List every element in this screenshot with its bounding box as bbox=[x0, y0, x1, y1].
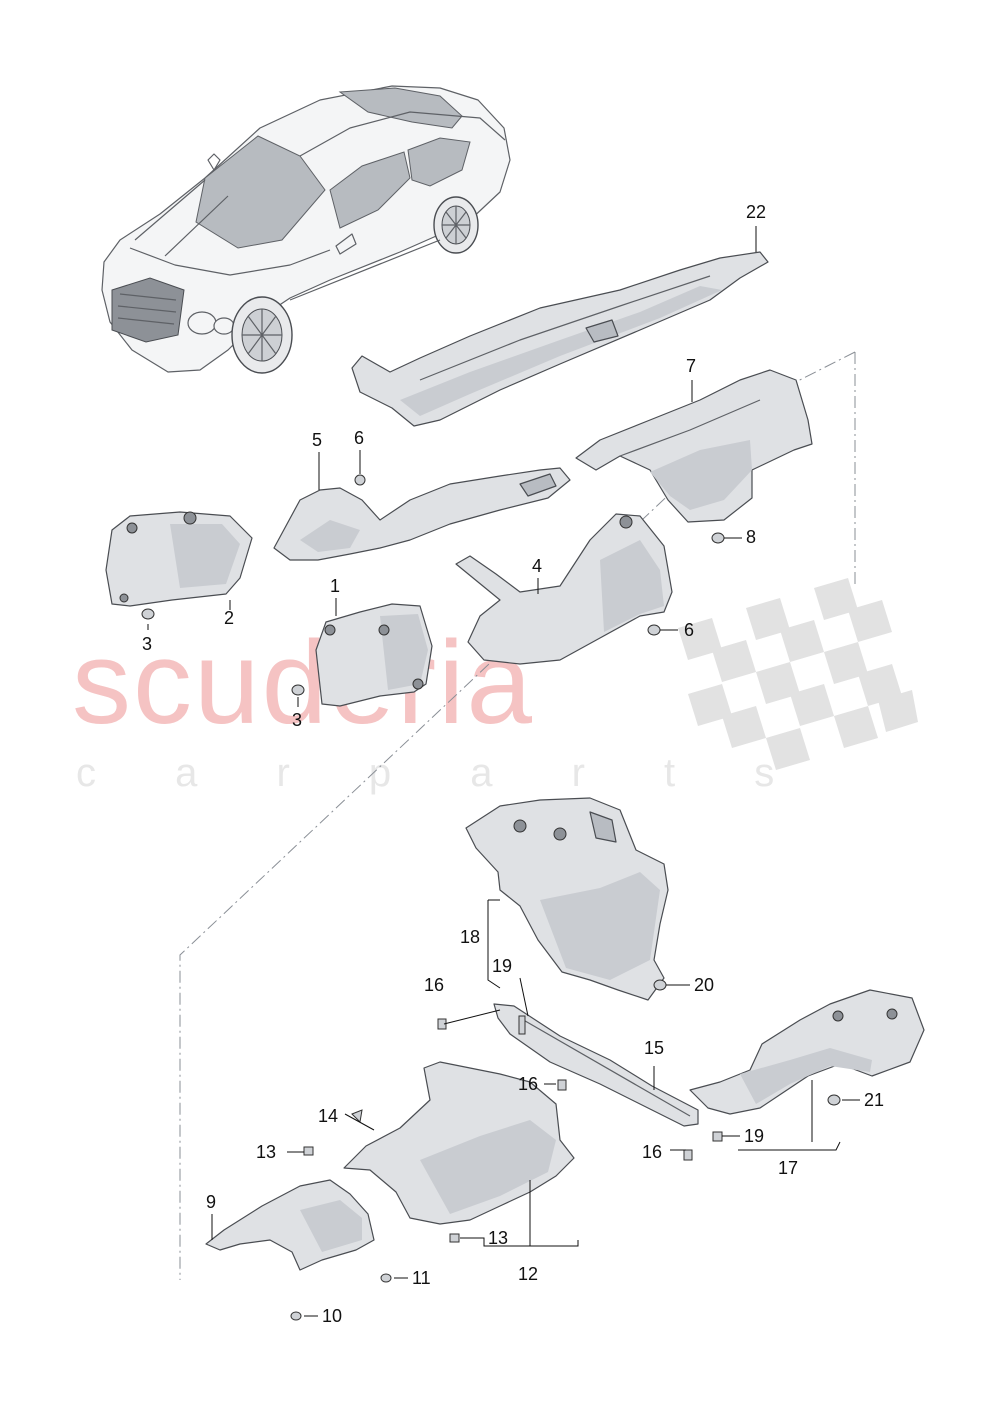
clip-19-lower bbox=[712, 1131, 723, 1142]
callout-16-left: 16 bbox=[424, 975, 444, 995]
callout-4: 4 bbox=[532, 556, 542, 576]
callout-16-middle: 16 bbox=[518, 1074, 538, 1094]
nut-20 bbox=[653, 979, 667, 991]
washer-8 bbox=[711, 532, 725, 544]
washer-10 bbox=[290, 1311, 302, 1321]
callout-16-lower: 16 bbox=[642, 1142, 662, 1162]
clip-13-upper bbox=[303, 1146, 314, 1156]
callout-21: 21 bbox=[864, 1090, 884, 1110]
callout-11: 11 bbox=[412, 1268, 431, 1288]
watermark-brand: scuderia bbox=[72, 617, 534, 749]
part-22-tunnel-heat-shield bbox=[351, 251, 769, 427]
callout-22: 22 bbox=[746, 202, 766, 222]
callout-2: 2 bbox=[224, 608, 234, 628]
front-wheel bbox=[231, 296, 293, 374]
callout-6-upper: 6 bbox=[354, 428, 364, 448]
callout-13-upper: 13 bbox=[256, 1142, 276, 1162]
leader-lines bbox=[147, 226, 860, 1317]
part-12-heat-shield bbox=[343, 1061, 575, 1225]
part-2-heat-shield bbox=[105, 511, 253, 607]
nut-21 bbox=[827, 1094, 841, 1106]
bolt-16-middle bbox=[557, 1079, 567, 1091]
callout-9: 9 bbox=[206, 1192, 216, 1212]
callout-3-upper: 3 bbox=[142, 634, 152, 654]
nut-6-upper bbox=[354, 474, 366, 486]
part-9-heat-shield bbox=[205, 1179, 375, 1271]
callout-7: 7 bbox=[686, 356, 696, 376]
rear-wheel bbox=[433, 196, 479, 254]
callout-15: 15 bbox=[644, 1038, 664, 1058]
nut-6-lower bbox=[647, 624, 661, 636]
hardware-fasteners bbox=[141, 474, 841, 1321]
nut-3-upper bbox=[141, 608, 155, 620]
checkered-flag-logo bbox=[678, 578, 918, 770]
clip-14 bbox=[351, 1109, 363, 1124]
part-4-heat-shield bbox=[455, 513, 673, 665]
spring-19-upper bbox=[518, 1015, 526, 1035]
part-15-bracket bbox=[493, 1003, 699, 1127]
callout-6-lower: 6 bbox=[684, 620, 694, 640]
callout-1: 1 bbox=[330, 576, 340, 596]
callout-19-lower: 19 bbox=[744, 1126, 764, 1146]
callout-10: 10 bbox=[322, 1306, 342, 1326]
callout-20: 20 bbox=[694, 975, 714, 995]
clip-13-lower bbox=[449, 1233, 460, 1243]
nut-11 bbox=[380, 1273, 392, 1283]
part-17-heat-shield bbox=[689, 989, 925, 1115]
callout-12: 12 bbox=[518, 1264, 538, 1284]
part-18-heat-shield bbox=[465, 797, 669, 1001]
part-7-heat-shield bbox=[575, 369, 813, 523]
callout-5: 5 bbox=[312, 430, 322, 450]
part-1-heat-shield bbox=[315, 603, 433, 707]
callout-14: 14 bbox=[318, 1106, 338, 1126]
car-illustration bbox=[101, 85, 511, 374]
bolt-16-lower bbox=[683, 1149, 693, 1161]
watermark-tagline: c a r p a r t s bbox=[76, 751, 808, 795]
callout-3-lower: 3 bbox=[292, 710, 302, 730]
callout-labels: 22 7 5 6 8 4 1 2 3 6 3 18 19 20 16 15 16… bbox=[142, 202, 884, 1326]
callout-19-upper: 19 bbox=[492, 956, 512, 976]
callout-18: 18 bbox=[460, 927, 480, 947]
watermark: scuderia c a r p a r t s bbox=[72, 578, 918, 795]
nut-3-lower bbox=[291, 684, 305, 696]
assembly-frame bbox=[179, 351, 856, 1280]
callout-8: 8 bbox=[746, 527, 756, 547]
part-5-heat-shield bbox=[273, 467, 571, 561]
callout-17: 17 bbox=[778, 1158, 798, 1178]
callout-13-lower: 13 bbox=[488, 1228, 508, 1248]
